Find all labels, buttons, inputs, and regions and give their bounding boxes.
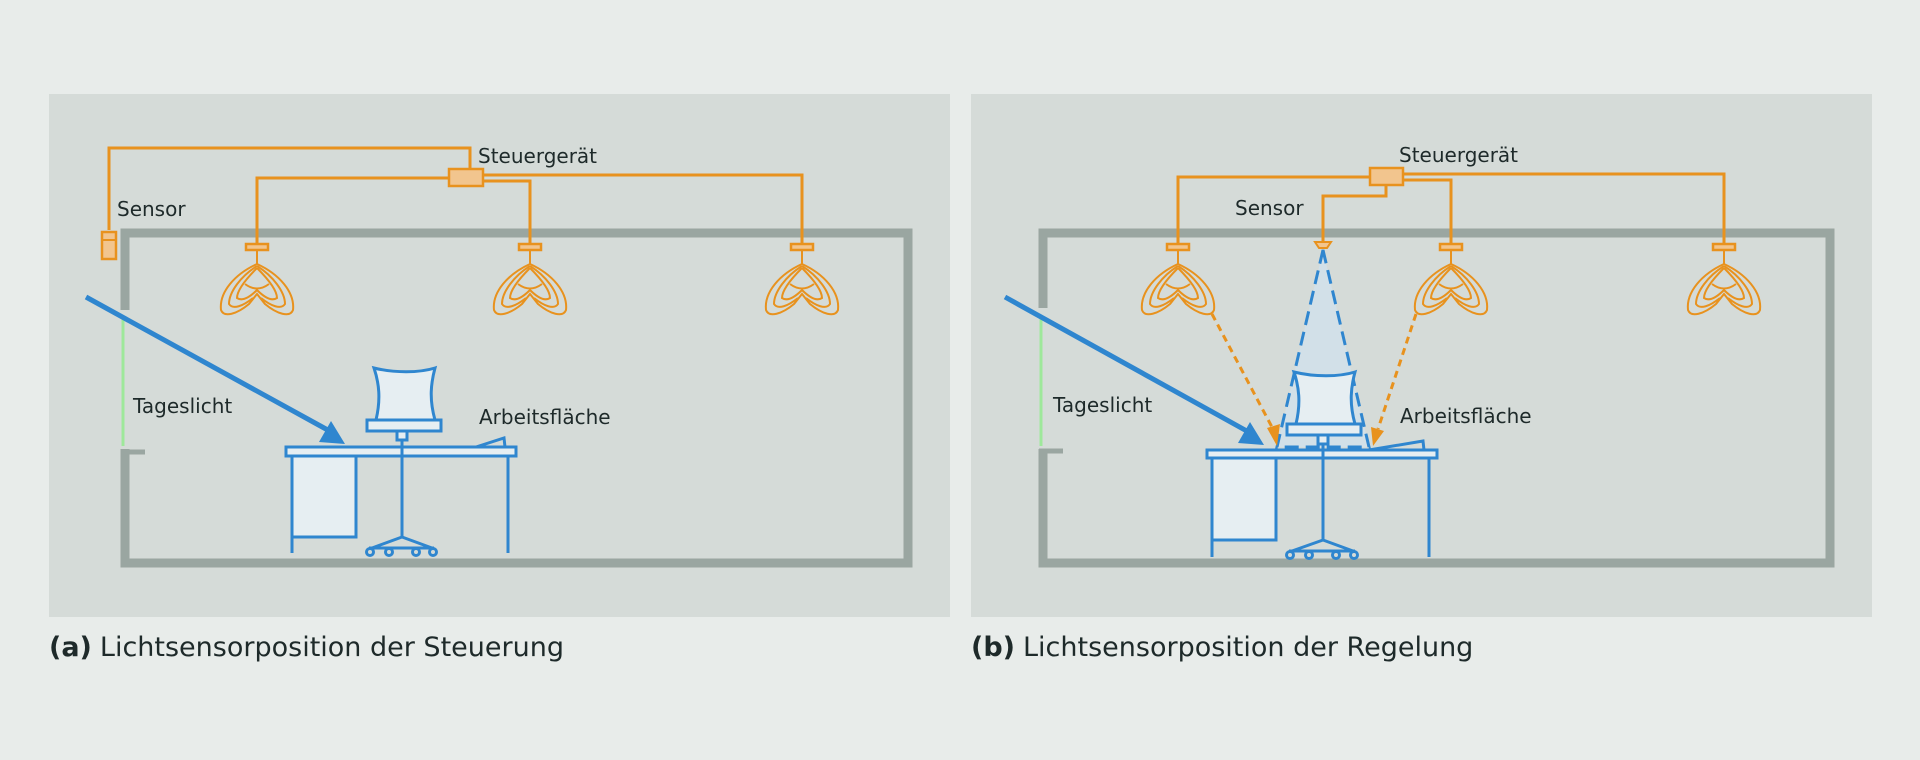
diagram-panel-a: Steuergerät Sensor Tageslicht Arbeitsflä…: [49, 94, 950, 617]
chair: [365, 365, 443, 557]
luminaire-1: [219, 242, 295, 316]
ceiling-sensor: [1313, 241, 1333, 249]
caption-b-text: Lichtsensorposition der Regelung: [1023, 632, 1474, 663]
luminaire-1: [1140, 242, 1216, 316]
daylight-label: Tageslicht: [133, 394, 233, 418]
controller-box: [447, 167, 485, 188]
wiring: [107, 146, 804, 244]
room-walls: [120, 228, 913, 568]
daylight-label: Tageslicht: [1053, 393, 1153, 417]
caption-b-tag: (b): [971, 632, 1016, 663]
luminaire-3: [764, 242, 840, 316]
chair: [1285, 369, 1363, 560]
daylight-arrow: [84, 294, 345, 444]
luminaire-2: [1413, 242, 1489, 316]
caption-a-text: Lichtsensorposition der Steuerung: [99, 632, 564, 663]
diagram-panel-b: Steuergerät Sensor Tageslicht Arbeitsflä…: [971, 94, 1872, 617]
sensor-label: Sensor: [117, 197, 186, 221]
luminaire-2: [492, 242, 568, 316]
diagram-a-svg: [84, 146, 913, 568]
workspace-label: Arbeitsfläche: [479, 405, 611, 429]
reflected-light-arrows: [1210, 313, 1418, 446]
workspace-label: Arbeitsfläche: [1400, 404, 1532, 428]
daylight-arrow: [1003, 294, 1264, 445]
room-walls: [1038, 228, 1835, 568]
controller-label: Steuergerät: [478, 144, 598, 168]
caption-b: (b)Lichtsensorposition der Regelung: [971, 632, 1473, 663]
caption-a: (a)Lichtsensorposition der Steuerung: [49, 632, 564, 663]
sensor-label: Sensor: [1235, 196, 1304, 220]
sensor-box: [100, 230, 118, 261]
controller-box: [1368, 166, 1405, 187]
caption-a-tag: (a): [49, 632, 92, 663]
wiring: [1176, 172, 1726, 244]
controller-label: Steuergerät: [1399, 143, 1519, 167]
diagram-b-svg: [1003, 166, 1835, 568]
luminaire-3: [1686, 242, 1762, 316]
